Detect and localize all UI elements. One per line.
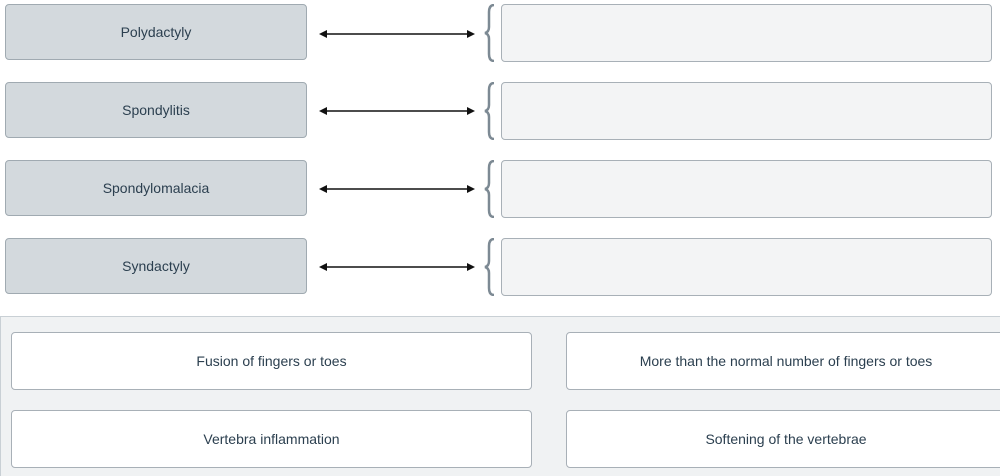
choice-more-than-normal-fingers[interactable]: More than the normal number of fingers o… bbox=[566, 332, 1000, 390]
drop-target-2[interactable] bbox=[484, 82, 994, 140]
curly-bracket-icon bbox=[484, 160, 495, 218]
choice-label: Softening of the vertebrae bbox=[705, 431, 867, 447]
curly-bracket-icon bbox=[484, 4, 495, 62]
curly-bracket-icon bbox=[484, 82, 495, 140]
term-label: Syndactyly bbox=[122, 258, 190, 274]
double-headed-arrow-icon bbox=[319, 107, 475, 115]
choice-vertebra-inflammation[interactable]: Vertebra inflammation bbox=[11, 410, 532, 468]
choice-label: Vertebra inflammation bbox=[203, 431, 340, 447]
drop-target-3[interactable] bbox=[484, 160, 994, 218]
term-spondylitis: Spondylitis bbox=[5, 82, 307, 138]
drop-target-4[interactable] bbox=[484, 238, 994, 296]
answer-slot[interactable] bbox=[501, 82, 992, 140]
double-headed-arrow-icon bbox=[319, 30, 475, 38]
term-label: Spondylomalacia bbox=[102, 180, 210, 196]
answer-slot[interactable] bbox=[501, 160, 992, 218]
drop-target-1[interactable] bbox=[484, 4, 994, 62]
curly-bracket-icon bbox=[484, 238, 495, 296]
answer-bank: Fusion of fingers or toes More than the … bbox=[0, 316, 1000, 476]
choice-fusion-of-fingers[interactable]: Fusion of fingers or toes bbox=[11, 332, 532, 390]
answer-slot[interactable] bbox=[501, 238, 992, 296]
term-label: Spondylitis bbox=[122, 102, 190, 118]
choice-label: More than the normal number of fingers o… bbox=[639, 353, 933, 369]
double-headed-arrow-icon bbox=[319, 263, 475, 271]
term-label: Polydactyly bbox=[120, 24, 192, 40]
choice-softening-of-vertebrae[interactable]: Softening of the vertebrae bbox=[566, 410, 1000, 468]
term-polydactyly: Polydactyly bbox=[5, 4, 307, 60]
term-syndactyly: Syndactyly bbox=[5, 238, 307, 294]
term-spondylomalacia: Spondylomalacia bbox=[5, 160, 307, 216]
choice-label: Fusion of fingers or toes bbox=[196, 353, 347, 369]
answer-slot[interactable] bbox=[501, 4, 992, 62]
double-headed-arrow-icon bbox=[319, 185, 475, 193]
